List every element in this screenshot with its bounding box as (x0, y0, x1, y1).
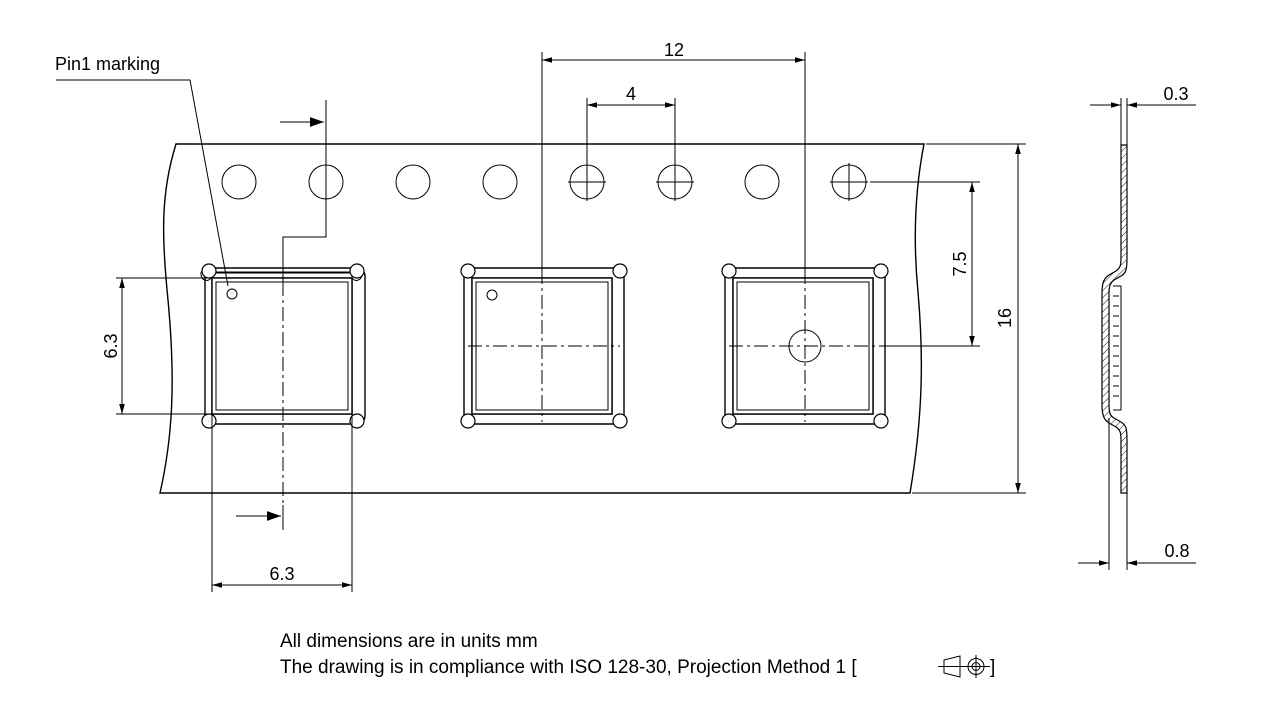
dim-6-3-vertical: 6.3 (101, 277, 212, 415)
sprocket-hole (395, 164, 431, 200)
pin1-leader (56, 79, 229, 287)
sprocket-hole (221, 164, 257, 200)
svg-text:0.3: 0.3 (1163, 84, 1188, 104)
sprocket-hole (744, 164, 780, 200)
sprocket-hole (482, 164, 518, 200)
svg-text:6.3: 6.3 (101, 333, 121, 358)
note-units: All dimensions are in units mm (280, 631, 538, 652)
svg-text:4: 4 (626, 84, 636, 104)
sprocket-holes (221, 163, 868, 201)
dim-16: 16 (912, 143, 1026, 494)
projection-symbol (938, 655, 990, 678)
note-iso: The drawing is in compliance with ISO 12… (280, 657, 857, 678)
svg-text:0.8: 0.8 (1164, 541, 1189, 561)
svg-text:12: 12 (664, 40, 684, 60)
note-iso-suffix: ] (990, 657, 995, 678)
dim-6-3-horizontal: 6.3 (211, 414, 353, 592)
dim-0-3: 0.3 (1090, 84, 1196, 145)
dim-0-8: 0.8 (1078, 418, 1196, 570)
dim-12: 12 (541, 40, 806, 270)
svg-text:7.5: 7.5 (950, 251, 970, 276)
center-lines (282, 270, 880, 505)
pin1-label: Pin1 marking (55, 54, 160, 74)
dim-7-5: 7.5 (870, 181, 980, 347)
side-section-view (1101, 144, 1128, 494)
section-line (282, 100, 327, 282)
svg-text:6.3: 6.3 (269, 564, 294, 584)
svg-text:16: 16 (995, 308, 1015, 328)
tape-outline (159, 143, 925, 494)
dim-4: 4 (586, 84, 676, 165)
